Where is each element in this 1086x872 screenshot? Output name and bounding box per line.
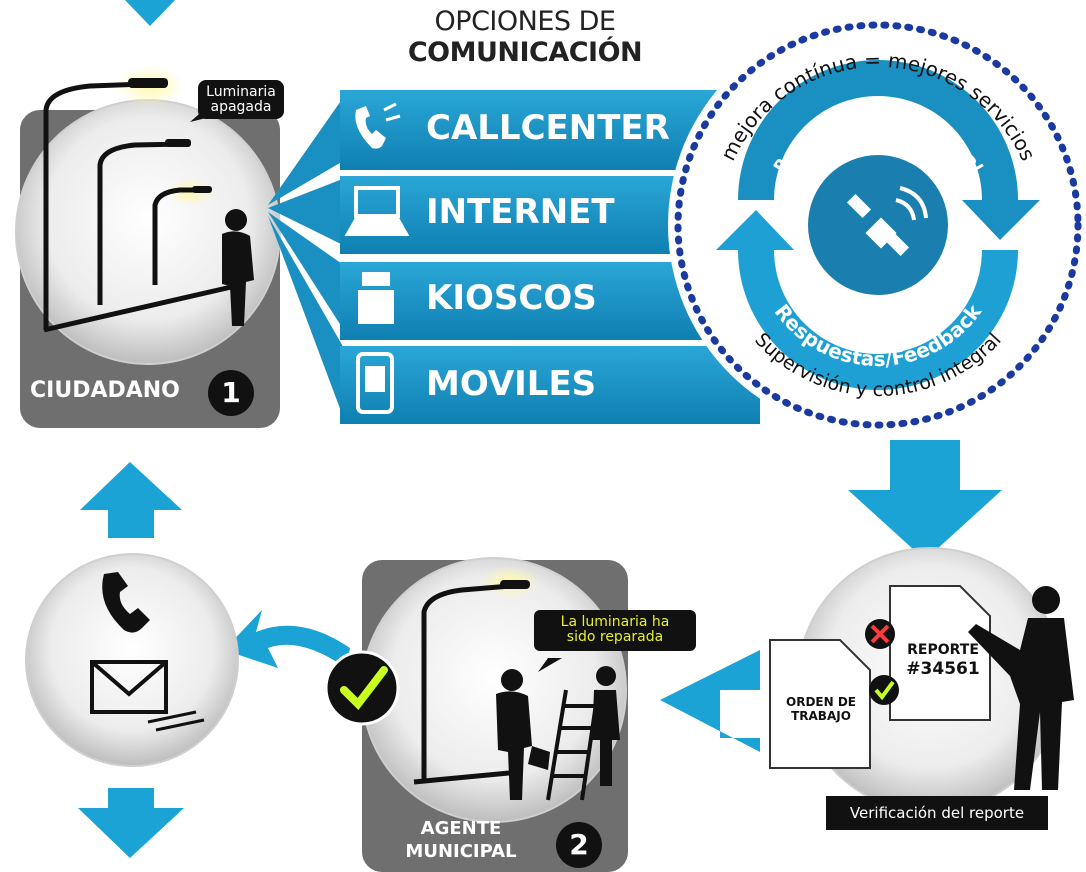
agent-label-line-2: MUNICIPAL: [405, 840, 517, 862]
agent-step-badge: 2: [556, 822, 602, 868]
done-badge: [324, 650, 400, 726]
checkmark-icon: [340, 666, 388, 711]
work-order-line-1: ORDEN DE: [786, 695, 856, 709]
top-arrow: [125, 0, 175, 26]
work-order-line-2: TRABAJO: [791, 708, 851, 723]
technician-silhouette-icon: [592, 666, 620, 786]
work-order-doc: [769, 639, 871, 769]
agent-bubble-line-2: sido reparada: [566, 629, 664, 646]
channel-internet-label: INTERNET: [426, 192, 615, 232]
citizen-label: CIUDADANO: [30, 378, 180, 403]
down-arrow-bottom: [78, 788, 184, 858]
report-card: [769, 547, 1074, 813]
handset-icon: [102, 572, 150, 633]
phone-icon: [355, 102, 401, 149]
left-arrow-to-agent: [660, 650, 760, 752]
reject-icon: [870, 624, 890, 644]
citizen-silhouette-icon: [222, 209, 254, 326]
report-line-1: REPORTE: [907, 642, 979, 658]
inspector-silhouette-icon: [968, 586, 1074, 790]
verification-label: Verificación del reporte: [826, 796, 1048, 830]
channel-kioscos-label: KIOSCOS: [426, 278, 597, 318]
title-line-2: COMUNICACIÓN: [407, 37, 643, 69]
agent-label: AGENTE MUNICIPAL: [386, 818, 536, 863]
envelope-icon: [90, 660, 205, 732]
citizen-card: [15, 66, 281, 428]
report-text: REPORTE #34561: [900, 642, 986, 679]
agent-label-line-1: AGENTE: [420, 818, 502, 839]
street-lamp-icon: [43, 81, 208, 330]
agent-bubble-line-1: La luminaria ha: [560, 614, 670, 630]
title-line-1: OPCIONES DE: [434, 6, 616, 37]
up-arrow-to-citizen: [80, 462, 182, 538]
agent-speech-bubble: La luminaria ha sido reparada: [534, 610, 696, 651]
down-arrow-to-report: [848, 440, 1002, 560]
kiosk-icon: [358, 272, 394, 324]
citizen-step-badge: 1: [208, 370, 254, 416]
citizen-speech-bubble: Luminaria apagada: [198, 80, 284, 120]
laptop-icon: [344, 186, 410, 236]
approve-icon: [874, 680, 895, 701]
bubble-line-2: apagada: [210, 98, 272, 115]
worker-silhouette-icon: [496, 669, 550, 800]
contact-circle: [25, 553, 239, 767]
curved-arrow-to-contact: [224, 610, 350, 668]
channel-callcenter-label: CALLCENTER: [426, 108, 670, 148]
work-order-text: ORDEN DE TRABAJO: [776, 695, 866, 724]
page-title: OPCIONES DE COMUNICACIÓN: [360, 6, 690, 68]
report-line-2: #34561: [906, 658, 980, 679]
cycle-diagram: [668, 15, 1086, 435]
bubble-line-1: Luminaria: [206, 84, 276, 100]
channel-moviles-label: MOVILES: [426, 364, 597, 404]
street-lamp-icon: [421, 583, 511, 782]
mobile-icon: [356, 352, 394, 414]
